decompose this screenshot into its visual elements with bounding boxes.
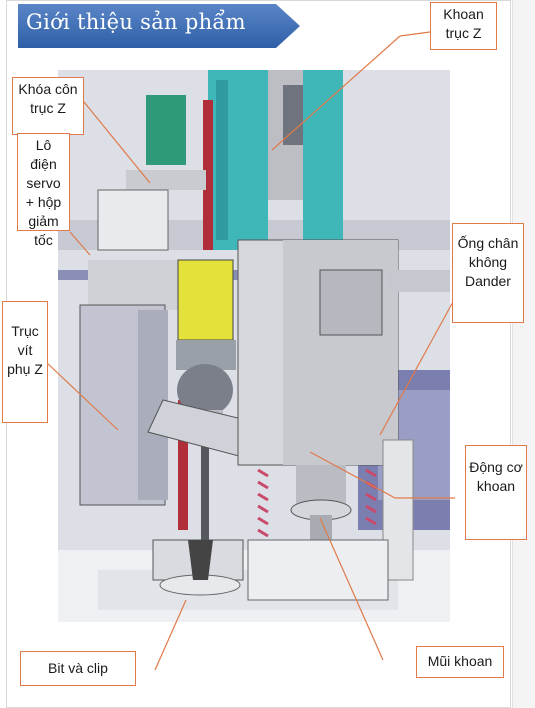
callout-lo-dien-servo: Lô điện servo + hộp giảm tốc [17, 133, 70, 248]
callout-truc-vit-phu-z-text: Trục vít phụ Z [7, 323, 43, 377]
callout-mui-khoan: Mũi khoan [416, 646, 504, 678]
drilling-machine-illustration [58, 70, 450, 622]
callout-mui-khoan-text: Mũi khoan [427, 653, 493, 669]
callout-dong-co-khoan: Động cơ khoan [465, 445, 527, 540]
callout-khoan-truc-z: Khoan trục Z [430, 2, 497, 50]
callout-ong-chan-khong-text: Ống chân không Dander [457, 235, 519, 289]
scrollbar-strip[interactable] [512, 0, 535, 708]
callout-bit-va-clip: Bit và clip [20, 651, 136, 686]
callout-bit-va-clip-text: Bit và clip [48, 660, 108, 676]
callout-ong-chan-khong: Ống chân không Dander [452, 223, 524, 323]
callout-khoa-con-truc-z-text: Khóa côn trục Z [18, 81, 78, 116]
callout-khoa-con-truc-z: Khóa côn trục Z [12, 77, 84, 135]
page-title: Giới thiệu sản phẩm [26, 10, 246, 34]
callout-lo-dien-servo-text: Lô điện servo + hộp giảm tốc [25, 137, 62, 248]
title-banner: Giới thiệu sản phẩm [18, 4, 300, 48]
callout-truc-vit-phu-z: Trục vít phụ Z [2, 301, 48, 423]
callout-dong-co-khoan-text: Động cơ khoan [469, 459, 523, 494]
callout-khoan-truc-z-text: Khoan trục Z [443, 6, 484, 41]
